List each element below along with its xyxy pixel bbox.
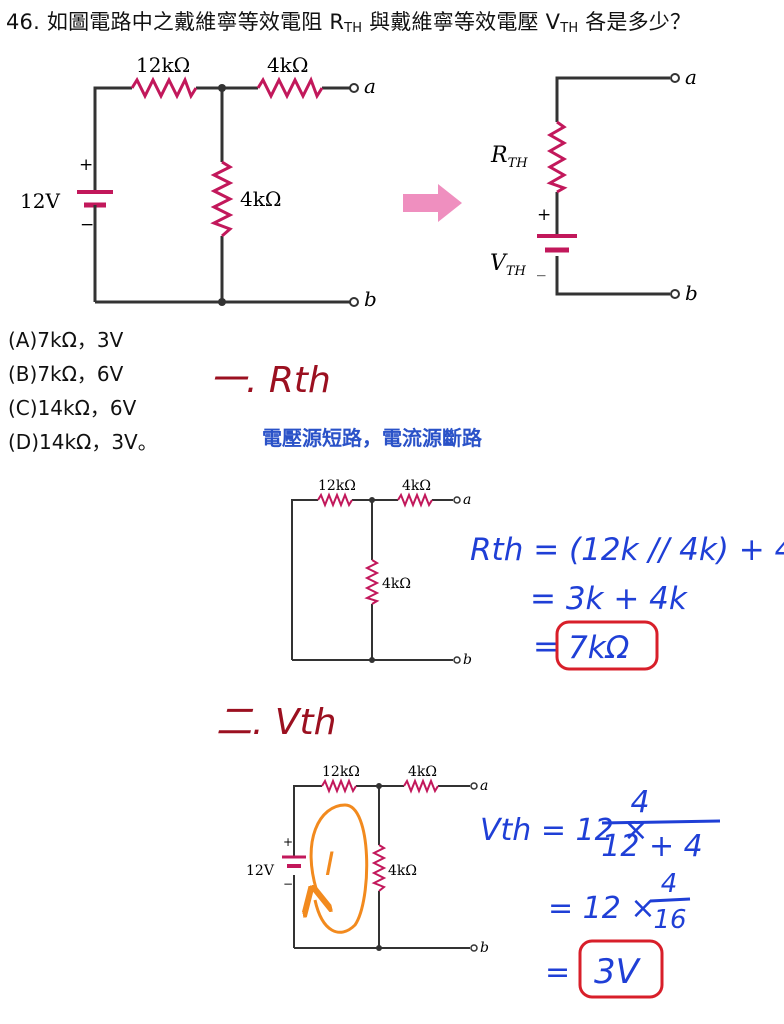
label-plus: +: [79, 155, 93, 175]
rth-result-box: [555, 620, 659, 671]
rth-label-4k-series: 4kΩ: [402, 478, 431, 494]
vth-terminal-a-dot: [470, 782, 478, 790]
resistor-12k: [130, 76, 198, 100]
label-minus: −: [80, 215, 94, 235]
vth-label-b: b: [480, 940, 489, 956]
rth-resistor-4k-shunt: [364, 559, 380, 605]
vth-result-box: [578, 939, 664, 999]
vth-label-minus: −: [283, 877, 293, 891]
vth-equation-prefix: Vth = 12 ×: [480, 813, 648, 848]
loop-current-label: I: [325, 845, 334, 883]
question-body-1: 如圖電路中之戴維寧等效電阻 R: [46, 10, 345, 34]
vth-label-4k-shunt: 4kΩ: [388, 863, 417, 879]
vth-label-plus: +: [283, 835, 293, 849]
question-sub-rth: TH: [344, 21, 363, 36]
vth-line2-den: 16: [653, 905, 686, 935]
vth-label-4k-series: 4kΩ: [408, 764, 437, 780]
vth-equals: =: [545, 955, 570, 990]
label-12k: 12kΩ: [136, 53, 190, 77]
vth-node-bottom: [376, 945, 382, 951]
option-d: (D)14kΩ，3V。: [8, 430, 158, 454]
equivalent-circuit: [555, 76, 670, 296]
terminal-a-dot: [349, 83, 359, 93]
question-number: 46.: [6, 10, 40, 34]
resistor-rth: [546, 120, 568, 194]
eq-label-terminal-b: b: [685, 281, 698, 305]
rth-equation-line2: = 3k + 4k: [530, 581, 688, 617]
node-bottom: [218, 298, 226, 306]
rth-resistor-12k: [317, 492, 353, 508]
battery-12v: [77, 190, 113, 232]
step2-heading: 二. Vth: [216, 702, 336, 743]
vth-label-12k: 12kΩ: [322, 764, 360, 780]
rth-node-bottom: [369, 657, 375, 663]
label-terminal-b: b: [364, 287, 377, 311]
label-4k-shunt: 4kΩ: [240, 187, 281, 211]
rth-terminal-b-dot: [453, 656, 461, 664]
vth-equation-line2: = 12 ×: [548, 891, 656, 926]
label-4k-series: 4kΩ: [267, 53, 308, 77]
circuit-wire-left-upper: [93, 86, 132, 192]
label-terminal-a: a: [364, 74, 376, 98]
vth-line2-bar: [649, 897, 691, 903]
option-c: (C)14kΩ，6V: [8, 396, 137, 420]
resistor-4k-series: [256, 76, 324, 100]
loop-current-arrow-icon: [311, 803, 369, 934]
rth-equation-line1: Rth = (12k // 4k) + 4K: [470, 532, 784, 568]
label-12v: 12V: [20, 189, 60, 213]
rth-label-12k: 12kΩ: [318, 478, 356, 494]
rth-equals: =: [533, 629, 559, 665]
rth-label-a: a: [463, 492, 471, 508]
vth-terminal-b-dot: [470, 944, 478, 952]
rth-label-4k-shunt: 4kΩ: [382, 576, 411, 592]
label-rth: RTH: [490, 143, 528, 171]
arrow-icon: [403, 184, 462, 222]
vth-resistor-4k-shunt: [371, 844, 387, 892]
question-text: 46. 如圖電路中之戴維寧等效電阻 RTH 與戴維寧等效電壓 VTH 各是多少？: [6, 6, 691, 36]
rth-resistor-4k-series: [397, 492, 433, 508]
node-top: [218, 84, 226, 92]
question-sub-vth: TH: [560, 21, 579, 36]
eq-terminal-b-dot: [670, 289, 680, 299]
rth-label-b: b: [463, 652, 472, 668]
resistor-4k-shunt: [210, 160, 234, 238]
question-body-2: 與戴維寧等效電壓 V: [362, 10, 561, 34]
rth-result: 7kΩ: [568, 630, 630, 666]
vth-fraction-num: 4: [630, 785, 649, 820]
vth-node-top: [376, 783, 382, 789]
terminal-b-dot: [349, 297, 359, 307]
option-a: (A)7kΩ，3V: [8, 328, 124, 352]
vth-label-a: a: [480, 778, 488, 794]
label-vth: VTH: [490, 251, 527, 279]
rth-terminal-a-dot: [453, 496, 461, 504]
step1-heading: 一. Rth: [210, 360, 331, 401]
eq-label-terminal-a: a: [685, 65, 697, 89]
vth-fraction-bar: [601, 819, 721, 825]
vth-line2-num: 4: [661, 869, 678, 899]
vth-result: 3V: [594, 952, 642, 992]
eq-label-plus: +: [537, 205, 551, 225]
rth-node-top: [369, 497, 375, 503]
hint-text: 電壓源短路，電流源斷路: [262, 426, 482, 450]
question-body-3: 各是多少？: [578, 10, 692, 34]
vth-fraction-den: 12 + 4: [601, 829, 702, 864]
vth-resistor-4k-series: [403, 778, 439, 794]
option-b: (B)7kΩ，6V: [8, 362, 124, 386]
eq-terminal-a-dot: [670, 73, 680, 83]
eq-label-minus: _: [537, 257, 546, 277]
vth-label-12v: 12V: [246, 863, 275, 879]
vth-resistor-12k: [321, 778, 357, 794]
